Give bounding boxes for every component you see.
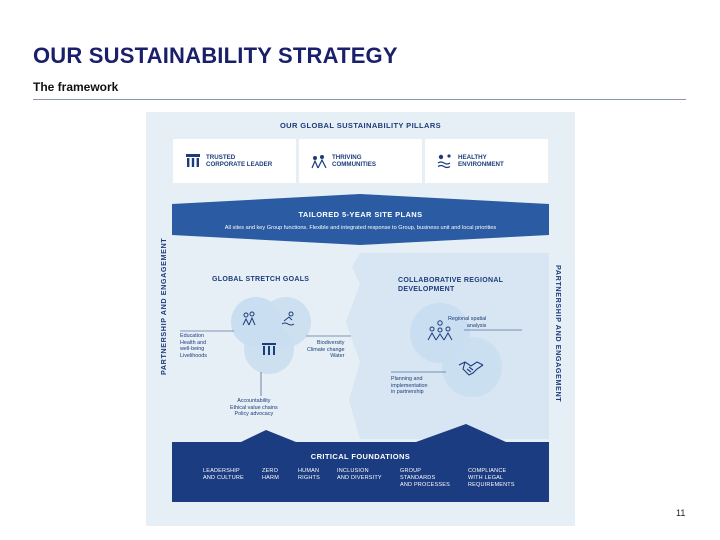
people-growth-icon <box>311 155 327 169</box>
environment-goals-text: Biodiversity Climate change Water <box>307 340 345 360</box>
foundation-item: COMPLIANCE WITH LEGAL REQUIREMENTS <box>468 468 515 488</box>
community-icon <box>242 311 256 326</box>
foundations-title: CRITICAL FOUNDATIONS <box>310 452 411 461</box>
site-plans-title: TAILORED 5-YEAR SITE PLANS <box>298 210 423 219</box>
governance-goals-text: Accountability Ethical value chains Poli… <box>230 398 278 418</box>
pillar-label: TRUSTED CORPORATE LEADER <box>206 153 273 169</box>
framework-diagram: OUR GLOBAL SUSTAINABILITY PILLARS TRUSTE… <box>146 112 575 526</box>
side-label-left: PARTNERSHIP AND ENGAGEMENT <box>159 237 168 375</box>
site-plans-description: All sites and key Group functions. Flexi… <box>224 225 497 231</box>
page-number: 11 <box>676 508 686 518</box>
pillars-heading: OUR GLOBAL SUSTAINABILITY PILLARS <box>279 121 442 130</box>
foundation-item: INCLUSION AND DIVERSITY <box>337 468 382 481</box>
people-group-icon <box>427 320 453 341</box>
framework-shapes <box>172 194 549 502</box>
side-label-right: PARTNERSHIP AND ENGAGEMENT <box>554 265 563 403</box>
foundations-band <box>172 424 549 502</box>
slide-subtitle: The framework <box>33 80 119 94</box>
regional-analysis-text: Regional spatial analysis <box>448 316 487 329</box>
foundation-item: GROUP STANDARDS AND PROCESSES <box>400 468 450 488</box>
pillar-label: THRIVING COMMUNITIES <box>332 153 376 169</box>
global-goals-title: GLOBAL STRETCH GOALS <box>212 276 310 283</box>
social-goals-text: Education Health and well-being Liveliho… <box>180 333 207 359</box>
pillar-label: HEALTHY ENVIRONMENT <box>458 153 504 169</box>
planning-circle <box>442 337 502 397</box>
slide-title: OUR SUSTAINABILITY STRATEGY <box>33 43 398 68</box>
pillar-thriving-communities: THRIVING COMMUNITIES <box>299 139 422 183</box>
foundation-item: LEADERSHIP AND CULTURE <box>203 468 244 481</box>
water-leaf-icon <box>437 154 451 169</box>
pillar-healthy-environment: HEALTHY ENVIRONMENT <box>425 139 548 183</box>
handshake-icon <box>458 361 484 376</box>
columns-icon <box>186 154 200 167</box>
governance-columns-icon <box>262 343 276 355</box>
title-divider <box>33 99 686 100</box>
regional-title: COLLABORATIVE REGIONAL DEVELOPMENT <box>398 277 504 293</box>
foundation-item: HUMAN RIGHTS <box>298 468 320 481</box>
site-plans-band <box>172 194 549 245</box>
planning-text: Planning and implementation in partnersh… <box>391 376 428 396</box>
foundation-item: ZERO HARM <box>262 468 279 481</box>
pillar-trusted-corporate-leader: TRUSTED CORPORATE LEADER <box>173 139 296 183</box>
swimmer-icon <box>281 311 295 326</box>
